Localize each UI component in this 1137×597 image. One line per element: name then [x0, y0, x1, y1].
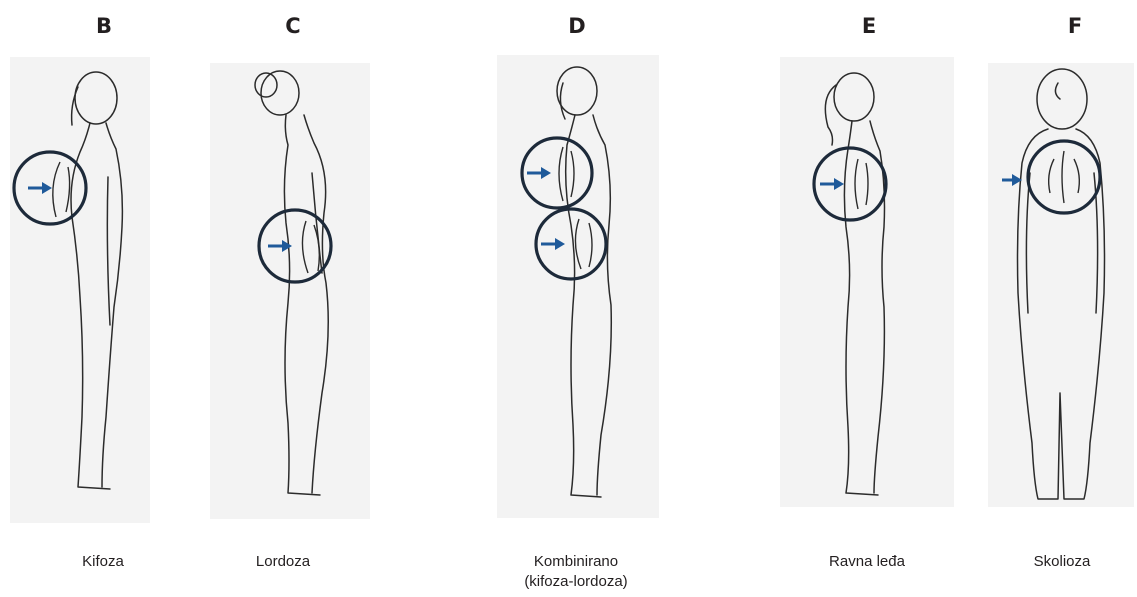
panel-combined — [497, 55, 659, 518]
combined-figure — [497, 55, 659, 518]
figure-letter-d: D — [557, 14, 597, 38]
caption-combined: Kombinirano (kifoza-lordoza) — [476, 552, 676, 592]
panel-kyphosis — [10, 57, 150, 523]
figure-letter-e: E — [849, 14, 889, 38]
kyphosis-figure — [10, 57, 150, 523]
lordosis-figure — [210, 63, 370, 519]
scoliosis-figure — [988, 63, 1134, 507]
panel-lordosis — [210, 63, 370, 519]
figure-letter-b: B — [84, 14, 124, 38]
panel-scoliosis — [988, 63, 1134, 507]
caption-flat-back: Ravna leđa — [767, 552, 967, 572]
caption-lordosis: Lordoza — [183, 552, 383, 572]
caption-scoliosis: Skolioza — [962, 552, 1137, 572]
caption-kyphosis: Kifoza — [3, 552, 203, 572]
flat-back-figure — [780, 57, 954, 507]
figure-letter-f: F — [1055, 14, 1095, 38]
figure-letter-c: C — [273, 14, 313, 38]
panel-flat-back — [780, 57, 954, 507]
